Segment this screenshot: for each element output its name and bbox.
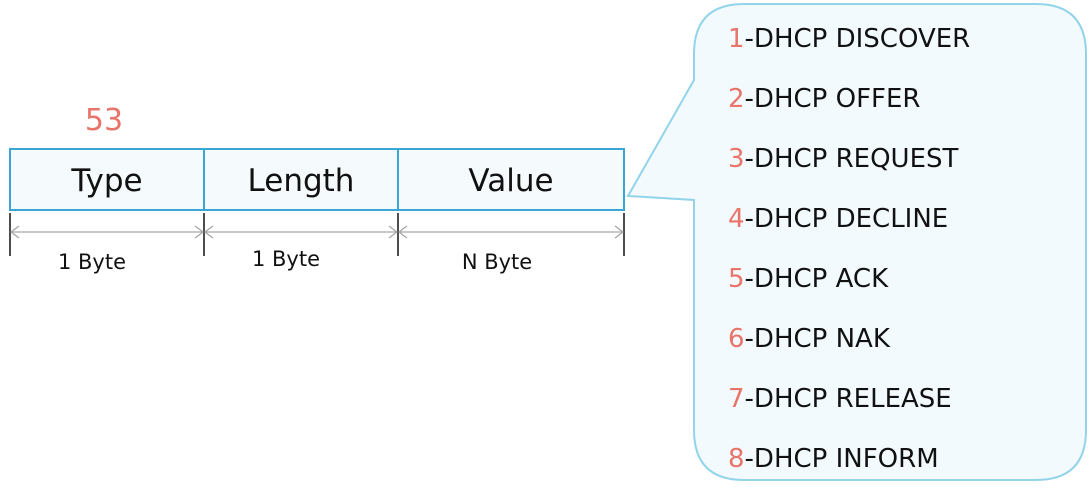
size-ticks bbox=[9, 213, 625, 256]
length-field-label: Length bbox=[248, 163, 355, 199]
value-size-label: N Byte bbox=[462, 250, 532, 274]
message-item: 5-DHCP ACK bbox=[728, 264, 889, 294]
dhcp-message-list: 1-DHCP DISCOVER 2-DHCP OFFER 3-DHCP REQU… bbox=[728, 24, 970, 474]
length-size-label: 1 Byte bbox=[252, 247, 320, 271]
type-size-arrow bbox=[9, 225, 205, 239]
type-size-label: 1 Byte bbox=[58, 250, 126, 274]
message-item: 4-DHCP DECLINE bbox=[728, 204, 948, 234]
tlv-fields: Type Length Value bbox=[9, 148, 625, 211]
message-item: 3-DHCP REQUEST bbox=[728, 144, 959, 174]
size-arrows bbox=[9, 225, 625, 239]
value-field-label: Value bbox=[468, 163, 553, 199]
type-code-value: 53 bbox=[85, 103, 123, 138]
type-field-label: Type bbox=[70, 163, 142, 199]
message-item: 2-DHCP OFFER bbox=[728, 84, 920, 114]
length-size-arrow bbox=[203, 225, 399, 239]
message-item: 8-DHCP INFORM bbox=[728, 444, 939, 474]
value-size-arrow bbox=[397, 225, 625, 239]
length-field-box bbox=[203, 148, 399, 211]
message-item: 1-DHCP DISCOVER bbox=[728, 24, 970, 54]
value-field-box bbox=[397, 148, 625, 211]
message-item: 6-DHCP NAK bbox=[728, 324, 891, 354]
callout-bubble bbox=[626, 3, 1087, 481]
message-item: 7-DHCP RELEASE bbox=[728, 384, 952, 414]
